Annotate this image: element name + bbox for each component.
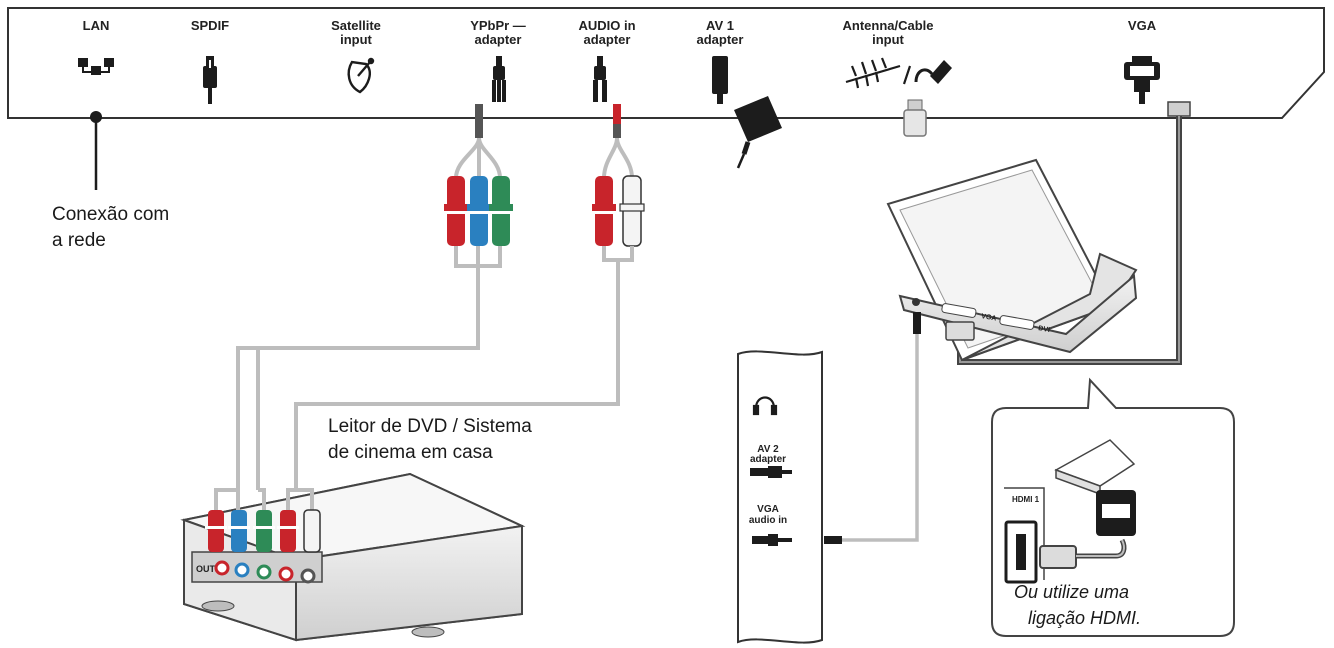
laptop-audio-cable <box>824 312 921 544</box>
vga-audio-jack-icon <box>752 534 792 546</box>
ypbpr-cable <box>236 104 513 490</box>
headphones-icon <box>752 396 778 416</box>
dvd-plug-audio-red <box>277 510 299 552</box>
port-label-ypbpr: YPbPr — <box>470 18 526 33</box>
network-caption-line2: a rede <box>52 230 106 251</box>
port-label-lan: LAN <box>83 18 110 33</box>
hdmi-note-line1: Ou utilize uma <box>1014 582 1129 602</box>
hdmi-note-line2: ligação HDMI. <box>1028 608 1141 628</box>
av2-label-line1: AV 2 <box>757 444 779 455</box>
dvd-plug-blue <box>228 510 250 552</box>
tv-back-panel <box>7 7 1325 119</box>
port-label-audio-in: AUDIO in <box>578 18 635 33</box>
dvd-caption-line2: de cinema em casa <box>328 442 493 463</box>
ypbpr-plug-green <box>489 176 513 246</box>
av1-adapter-icon <box>712 56 728 104</box>
spdif-plug-icon <box>203 56 217 104</box>
laptop: VGA DVI <box>886 158 1138 362</box>
laptop-dvi-port-label: DVI <box>1038 325 1051 334</box>
laptop-vga-port-label: VGA <box>981 313 997 323</box>
port-label-ypbpr-2: adapter <box>475 32 522 47</box>
dvd-out-label: OUT <box>196 564 216 574</box>
cable-plug-icon <box>914 60 952 84</box>
satellite-dish-icon <box>347 57 375 94</box>
dvd-plug-red <box>205 510 227 552</box>
hdmi-port-label: HDMI 1 <box>1012 495 1040 504</box>
av2-label-line2: adapter <box>750 454 786 465</box>
lan-connection <box>90 111 102 190</box>
ypbpr-plug-blue <box>467 176 491 246</box>
dvd-player: OUT <box>180 472 526 642</box>
tv-side-panel <box>737 350 823 644</box>
audio-plug-white <box>619 175 645 247</box>
audio-cable <box>294 104 645 490</box>
network-caption-line1: Conexão com <box>52 204 169 225</box>
vga-audio-label-line2: audio in <box>749 515 787 526</box>
port-label-antenna-2: input <box>872 32 904 47</box>
port-label-satellite-2: input <box>340 32 372 47</box>
av1-scart-plug <box>734 96 782 169</box>
vga-connector-icon <box>1124 56 1160 104</box>
dvd-plug-green <box>253 510 275 552</box>
port-label-audio-in-2: adapter <box>584 32 631 47</box>
antenna-plug <box>903 99 927 137</box>
port-label-satellite: Satellite <box>331 18 381 33</box>
ypbpr-plug-red <box>444 176 468 246</box>
audio-adapter-icon <box>593 56 607 102</box>
av2-jack-icon <box>750 466 792 478</box>
dvd-plug-audio-white <box>303 509 321 553</box>
port-label-vga: VGA <box>1128 18 1157 33</box>
antenna-icon <box>845 57 912 89</box>
port-label-antenna: Antenna/Cable <box>842 18 933 33</box>
port-label-av1: AV 1 <box>706 18 734 33</box>
ypbpr-adapter-icon <box>492 56 506 102</box>
hdmi-callout: HDMI 1 <box>991 377 1235 637</box>
dvd-plugs <box>205 488 321 553</box>
lan-icon <box>78 58 114 75</box>
dvd-caption-line1: Leitor de DVD / Sistema <box>328 416 532 437</box>
port-label-spdif: SPDIF <box>191 18 229 33</box>
audio-plug-red <box>592 176 616 246</box>
port-labels: LAN SPDIF Satellite input YPbPr — adapte… <box>83 18 1157 47</box>
port-label-av1-2: adapter <box>697 32 744 47</box>
vga-audio-label-line1: VGA <box>757 504 779 515</box>
